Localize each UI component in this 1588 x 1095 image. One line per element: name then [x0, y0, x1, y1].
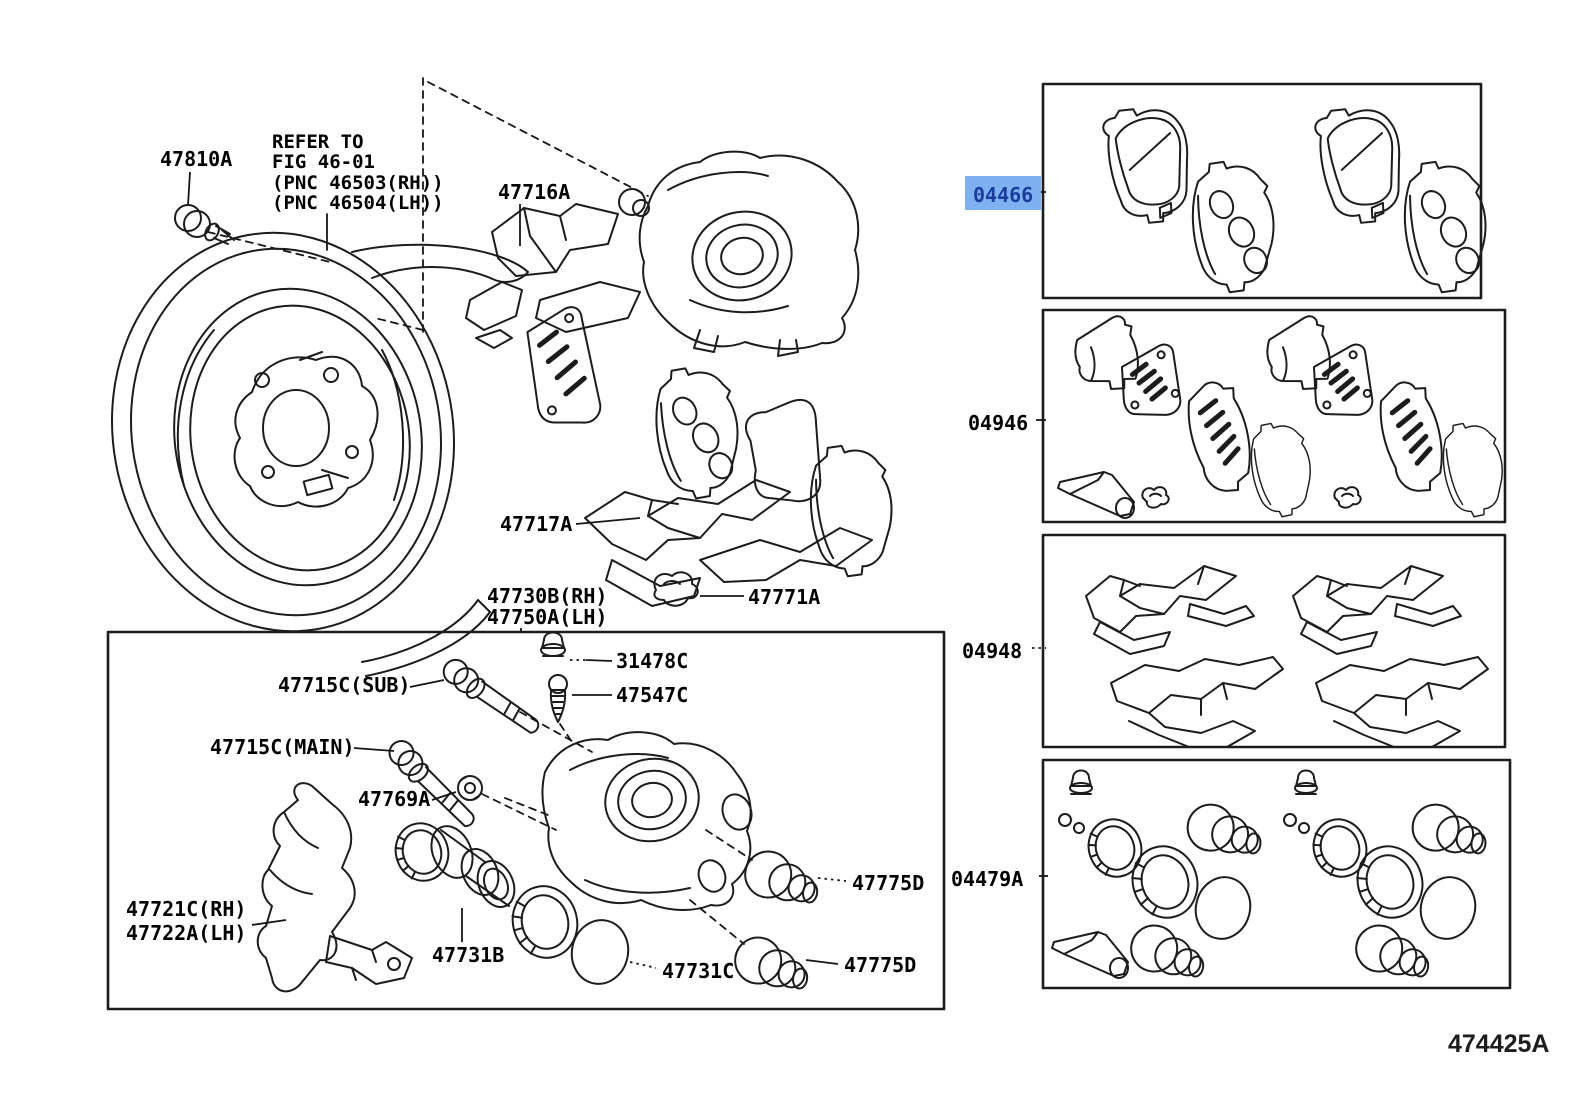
kit-code-highlight [965, 176, 1041, 210]
kit-code-04466[interactable]: 04466 [973, 183, 1033, 207]
construction-lines-lower [481, 711, 753, 945]
bleeder-screw-drawing [548, 674, 568, 723]
note-line-2: FIG 46-01 [272, 151, 375, 173]
figure-number: 474425A [1448, 1030, 1549, 1058]
leader-lines [187, 171, 1048, 969]
shims-and-pads-drawing [526, 306, 902, 582]
kit-code-04946[interactable]: 04946 [968, 411, 1028, 435]
anti-rattle-springs-drawing [584, 479, 873, 607]
clip-drawing [653, 571, 699, 607]
lower-assembly-box [106, 630, 946, 1011]
refer-note: REFER TO FIG 46-01 (PNC 46503(RH)) (PNC … [272, 131, 444, 214]
bolt-drawing [174, 204, 235, 245]
part-label-47715c-main[interactable]: 47715C(MAIN) [210, 735, 355, 759]
part-label-47722a[interactable]: 47722A(LH) [126, 921, 246, 945]
pad-support-plates-upper-drawing [465, 203, 641, 349]
fitting-kit-contents [1085, 565, 1489, 748]
part-label-47731c[interactable]: 47731C [662, 959, 734, 983]
part-label-47769a[interactable]: 47769A [358, 787, 430, 811]
kit-code-04948[interactable]: 04948 [962, 639, 1022, 663]
part-label-47730b[interactable]: 47730B(RH) [487, 584, 607, 608]
boot-lower-drawing [731, 933, 813, 992]
pad-kit-contents [1096, 95, 1496, 298]
cylinder-kit-contents [1051, 771, 1488, 979]
part-label-47775d-upper[interactable]: 47775D [852, 871, 924, 895]
kit-box-04946 [1041, 308, 1507, 524]
note-line-4: (PNC 46504(LH)) [272, 192, 444, 214]
mounting-bracket-drawing [256, 782, 413, 993]
slide-pin-sub-drawing [433, 656, 550, 736]
backing-plate-drawing [111, 231, 529, 677]
part-label-47731b[interactable]: 47731B [432, 943, 504, 967]
part-label-47715c-sub[interactable]: 47715C(SUB) [278, 673, 410, 697]
part-label-47771a[interactable]: 47771A [748, 585, 820, 609]
part-label-47547c[interactable]: 47547C [616, 683, 688, 707]
part-label-47716a[interactable]: 47716A [498, 180, 570, 204]
part-label-47775d-lower[interactable]: 47775D [844, 953, 916, 977]
piston-seal-drawing [503, 877, 587, 967]
kit-code-04479a[interactable]: 04479A [951, 867, 1023, 891]
boot-upper-drawing [741, 847, 823, 906]
note-line-3: (PNC 46503(RH)) [272, 172, 444, 194]
part-label-47717a[interactable]: 47717A [500, 512, 572, 536]
caliper-drawing [618, 150, 860, 357]
part-label-31478c[interactable]: 31478C [616, 649, 688, 673]
nut-drawing [457, 775, 483, 801]
kit-box-04466 [1041, 82, 1483, 300]
part-label-47721c[interactable]: 47721C(RH) [126, 897, 246, 921]
part-label-47750a[interactable]: 47750A(LH) [487, 605, 607, 629]
construction-lines [207, 77, 649, 333]
note-line-1: REFER TO [272, 131, 364, 153]
kit-box-04479a [1041, 758, 1512, 990]
kit-box-04948 [1041, 533, 1507, 749]
piston-drawing [430, 825, 516, 908]
cap-drawing [540, 631, 566, 657]
part-label-47810a[interactable]: 47810A [160, 147, 232, 171]
shim-kit-contents [1057, 314, 1512, 521]
lower-caliper-drawing [541, 731, 753, 911]
o-ring-drawing [570, 919, 630, 985]
